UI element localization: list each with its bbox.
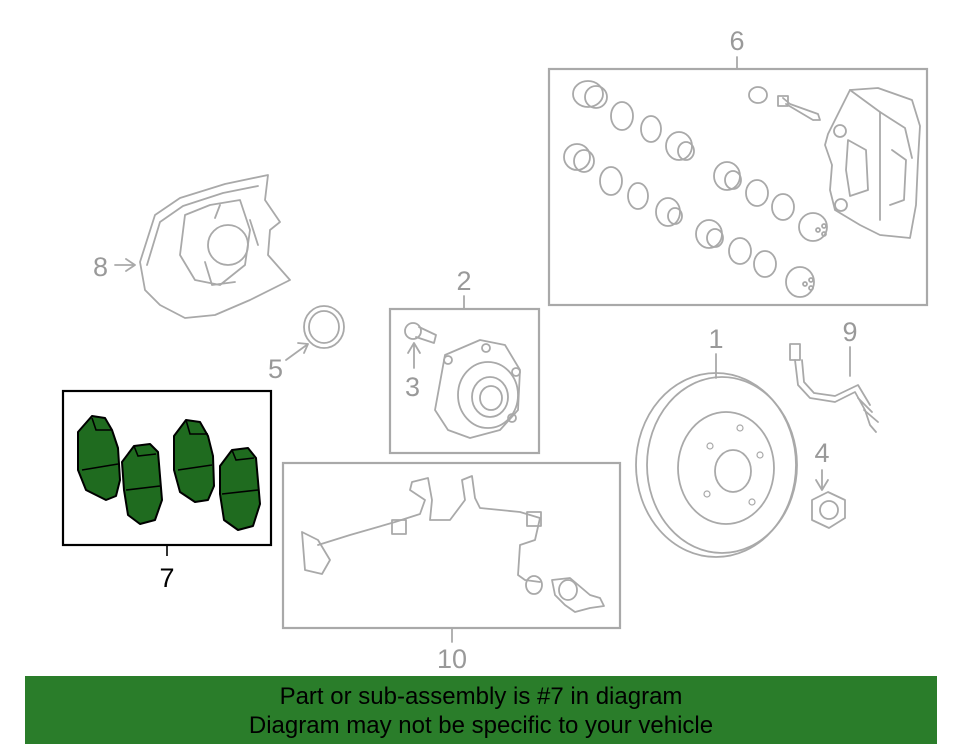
callout-3-arrow xyxy=(407,342,421,369)
brake-pad-3 xyxy=(173,419,215,503)
brake-pad-2 xyxy=(121,443,163,525)
callout-2[interactable]: 2 xyxy=(456,266,471,296)
callout-9[interactable]: 9 xyxy=(842,317,857,347)
brake-hose xyxy=(794,359,877,433)
callout-5-arrow xyxy=(285,342,309,361)
brake-rotor xyxy=(635,372,797,558)
piston-seals-row-2 xyxy=(563,143,815,298)
dust-shield-group[interactable]: 8 xyxy=(93,174,291,319)
callout-1[interactable]: 1 xyxy=(708,324,723,354)
callout-6[interactable]: 6 xyxy=(729,26,744,56)
hub-bearing-box xyxy=(388,307,541,455)
seal-ring xyxy=(303,305,345,349)
hub-nut xyxy=(811,491,846,529)
brake-pad-4 xyxy=(219,447,261,531)
brake-hose-group[interactable]: 9 xyxy=(789,317,879,433)
callout-10[interactable]: 10 xyxy=(437,644,467,674)
bleeder-screw xyxy=(748,86,821,121)
notice-line-2: Diagram may not be specific to your vehi… xyxy=(248,712,714,739)
callout-7[interactable]: 7 xyxy=(159,563,174,593)
callout-4[interactable]: 4 xyxy=(814,438,829,468)
hub-bolt xyxy=(404,322,437,344)
callout-4-arrow xyxy=(815,469,829,491)
hub-bearing-group[interactable]: 2 3 xyxy=(388,266,541,455)
brake-pad-1 xyxy=(77,415,121,501)
notice-banner: Part or sub-assembly is #7 in diagram Di… xyxy=(25,676,937,744)
hub-nut-group[interactable]: 4 xyxy=(811,438,846,529)
hub-bearing xyxy=(434,339,521,439)
abs-sensor-group[interactable]: 10 xyxy=(281,461,622,674)
callout-3[interactable]: 3 xyxy=(405,372,420,402)
seal-ring-group[interactable]: 5 xyxy=(268,305,345,384)
piston-seals-row-1 xyxy=(572,80,828,242)
caliper-body xyxy=(824,87,921,239)
rotor-group[interactable]: 1 xyxy=(635,324,798,558)
notice-line-1: Part or sub-assembly is #7 in diagram xyxy=(279,683,683,710)
callout-5[interactable]: 5 xyxy=(268,354,283,384)
callout-8[interactable]: 8 xyxy=(93,252,108,282)
caliper-kit-box xyxy=(547,67,929,307)
abs-sensor-wire xyxy=(301,475,605,613)
callout-8-arrow xyxy=(114,258,136,272)
hose-fitting xyxy=(789,343,801,361)
caliper-kit-group[interactable]: 6 xyxy=(547,26,929,307)
abs-sensor-box xyxy=(281,461,622,630)
brake-pads-group[interactable]: 7 xyxy=(61,389,273,593)
dust-shield xyxy=(139,174,291,319)
